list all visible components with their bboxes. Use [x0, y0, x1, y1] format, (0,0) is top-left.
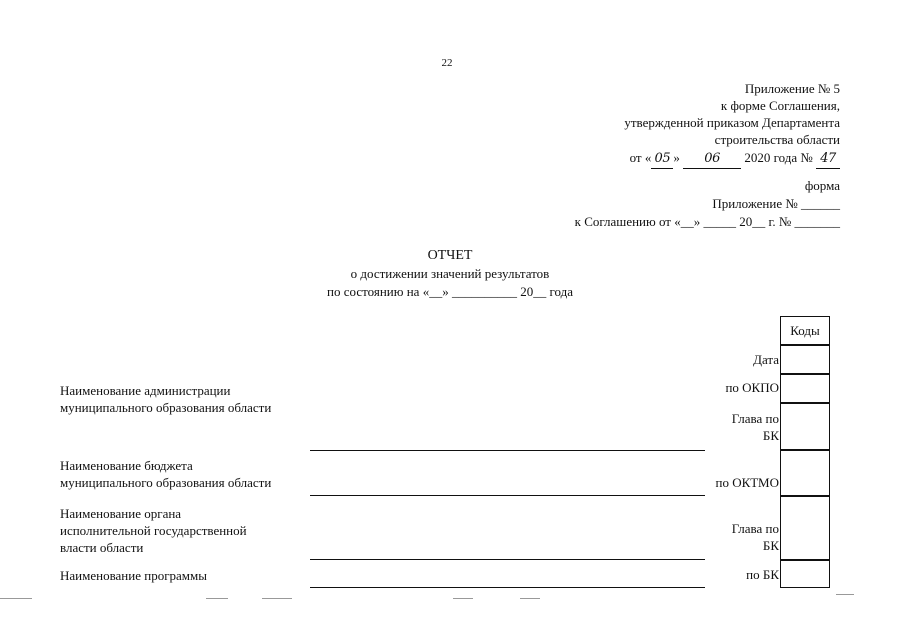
scan-artifact — [0, 598, 32, 599]
code-cell-okpo[interactable] — [780, 373, 830, 404]
budget-name-label-2: муниципального образования области — [60, 475, 272, 490]
report-title: ОТЧЕТ — [427, 248, 473, 263]
code-cell-date[interactable] — [780, 344, 830, 375]
admin-name-label-2: муниципального образования области — [60, 400, 272, 415]
code-cell-glava-bk-2[interactable] — [780, 495, 830, 561]
report-as-of-line: по состоянию на «__» __________ 20__ год… — [327, 284, 573, 299]
code-label-glava-bk-2a: Глава по — [731, 521, 779, 536]
page-number: 22 — [441, 57, 453, 69]
program-name-fill-line — [310, 587, 705, 588]
budget-name-fill-line — [310, 495, 705, 496]
appendix-department: строительства области — [714, 132, 840, 147]
code-label-glava-bk-2b: БК — [762, 538, 779, 553]
appendix-date-line: от «05» 06 2020 года № 47 — [630, 149, 840, 169]
appendix-form-ref: к форме Соглашения, — [720, 98, 840, 113]
organ-name-fill-line — [310, 559, 705, 560]
code-label-okpo: по ОКПО — [725, 380, 779, 395]
scan-artifact — [453, 598, 473, 599]
scan-artifact — [520, 598, 540, 599]
organ-name-label-2: исполнительной государственной — [60, 523, 247, 538]
codes-header-cell: Коды — [780, 316, 830, 346]
report-subtitle: о достижении значений результатов — [350, 266, 550, 281]
code-label-glava-bk-1a: Глава по — [731, 411, 779, 426]
code-cell-glava-bk-1[interactable] — [780, 402, 830, 451]
date-mid: » — [673, 150, 680, 165]
budget-name-label-1: Наименование бюджета — [60, 458, 193, 473]
admin-name-fill-line — [310, 450, 705, 451]
code-label-po-bk: по БК — [746, 567, 779, 582]
appendix-title: Приложение № 5 — [744, 81, 840, 96]
date-suffix: 2020 года № — [744, 150, 813, 165]
program-name-label: Наименование программы — [60, 568, 207, 583]
form-agreement-line: к Соглашению от «__» _____ 20__ г. № ___… — [574, 214, 840, 229]
code-cell-po-bk[interactable] — [780, 559, 830, 588]
date-prefix: от « — [629, 150, 652, 165]
code-cell-oktmo[interactable] — [780, 449, 830, 497]
code-label-oktmo: по ОКТМО — [715, 475, 779, 490]
codes-header: Коды — [790, 323, 820, 338]
appendix-approved-by: утвержденной приказом Департамента — [624, 115, 840, 130]
scan-artifact — [836, 594, 854, 595]
form-appendix-line: Приложение № ______ — [712, 196, 840, 211]
order-number-handwritten: 47 — [816, 150, 840, 169]
scan-artifact — [262, 598, 292, 599]
admin-name-label-1: Наименование администрации — [60, 383, 231, 398]
date-day-handwritten: 05 — [651, 150, 674, 169]
date-month-handwritten: 06 — [683, 150, 742, 169]
code-label-glava-bk-1b: БК — [762, 428, 779, 443]
scan-artifact — [206, 598, 228, 599]
form-label: форма — [804, 178, 840, 193]
organ-name-label-3: власти области — [60, 540, 144, 555]
code-label-date: Дата — [753, 352, 779, 367]
organ-name-label-1: Наименование органа — [60, 506, 182, 521]
